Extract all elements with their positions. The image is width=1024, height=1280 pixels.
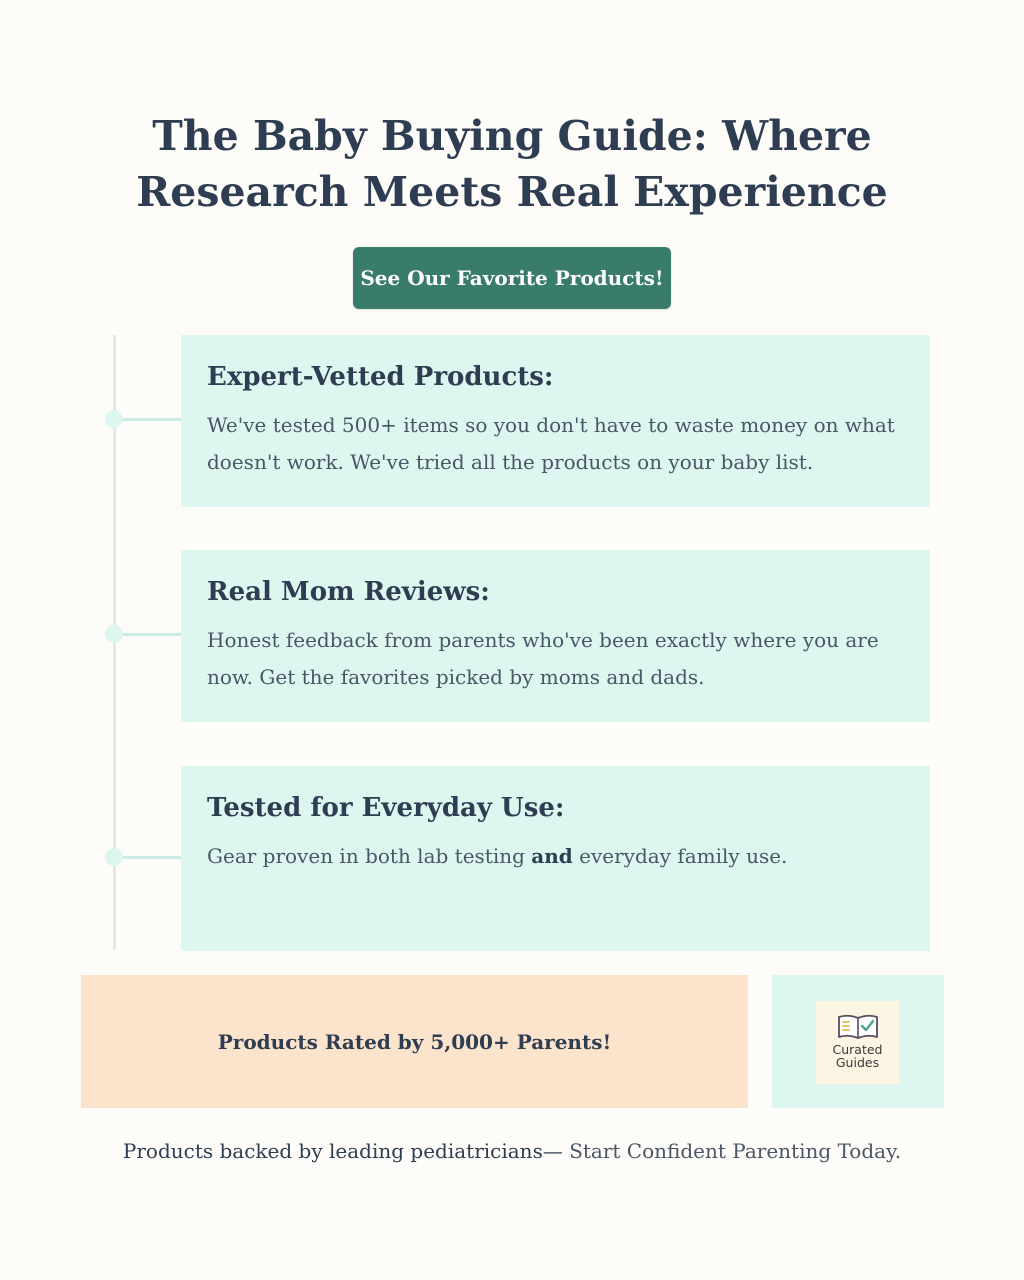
feature-card-expert-vetted: Expert-Vetted Products: We've tested 500… — [181, 335, 930, 507]
feature-card-body: Honest feedback from parents who've been… — [207, 628, 879, 689]
feature-card-body-text: Gear proven in both lab testing — [207, 844, 532, 868]
feature-card-title: Expert-Vetted Products: — [207, 362, 554, 392]
timeline-connector — [113, 856, 181, 859]
footer-tagline-part-1: Products backed by leading pediatricians… — [122, 1139, 570, 1163]
curated-guides-logo: Curated Guides — [816, 1001, 899, 1084]
timeline-dot — [105, 625, 123, 643]
logo-wordmark-line-2: Guides — [835, 1055, 880, 1070]
feature-card-title: Tested for Everyday Use: — [207, 793, 565, 823]
rated-by-parents-banner: Products Rated by 5,000+ Parents! — [81, 975, 748, 1108]
footer-tagline-part-2: Start Confident Parenting Today. — [569, 1139, 902, 1163]
feature-card-body-text: everyday family use. — [572, 844, 788, 868]
see-favorite-products-button[interactable]: See Our Favorite Products! — [353, 247, 671, 309]
open-book-check-icon — [837, 1014, 878, 1039]
logo-wordmark: Curated Guides — [816, 1043, 899, 1069]
feature-card-everyday-use: Tested for Everyday Use: Gear proven in … — [181, 766, 930, 951]
page-title-line-2: Research Meets Real Experience — [136, 168, 888, 216]
logo-wordmark-line-1: Curated — [832, 1042, 883, 1057]
feature-card-mom-reviews: Real Mom Reviews: Honest feedback from p… — [181, 550, 930, 722]
feature-card-title: Real Mom Reviews: — [207, 577, 490, 607]
feature-card-body: We've tested 500+ items so you don't hav… — [207, 413, 895, 474]
page-title: The Baby Buying Guide: Where Research Me… — [112, 108, 912, 220]
rated-by-parents-text: Products Rated by 5,000+ Parents! — [217, 1029, 612, 1054]
feature-card-body: Gear proven in both lab testing and ever… — [207, 838, 904, 875]
logo-panel: Curated Guides — [772, 975, 944, 1108]
page-title-line-1: The Baby Buying Guide: Where — [152, 112, 872, 160]
footer-tagline: Products backed by leading pediatricians… — [62, 1136, 962, 1166]
timeline-connector — [113, 418, 181, 421]
feature-card-body-emphasis: and — [531, 844, 573, 868]
timeline-connector — [113, 633, 181, 636]
timeline-dot — [105, 410, 123, 428]
timeline-dot — [105, 848, 123, 866]
